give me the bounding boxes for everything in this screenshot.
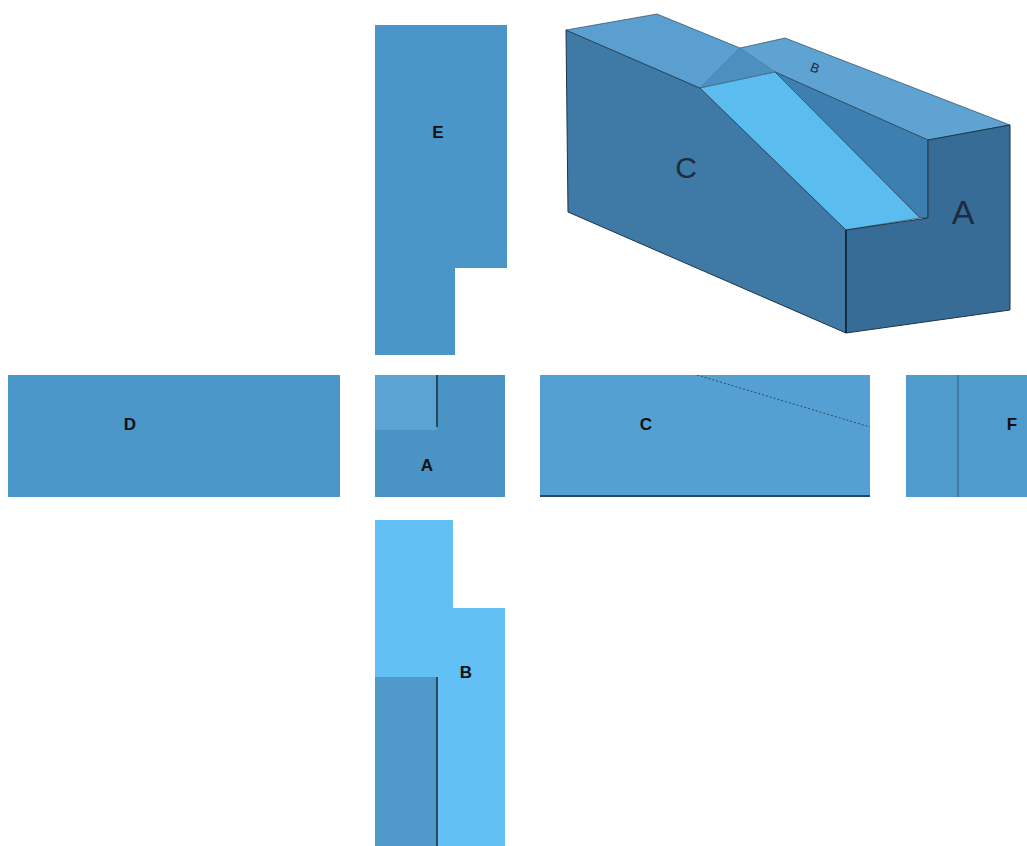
view-shape xyxy=(540,375,870,497)
view-letter: F xyxy=(1007,415,1017,435)
view-shape xyxy=(375,375,505,497)
view-shape xyxy=(906,375,1027,497)
view-outline xyxy=(8,375,340,497)
end-face xyxy=(846,125,1010,333)
view-outline xyxy=(375,25,507,355)
view-outline xyxy=(375,375,505,497)
face-label: A xyxy=(952,195,975,229)
view-detail xyxy=(697,375,870,427)
view-detail xyxy=(958,375,959,497)
view-b: B xyxy=(375,520,505,846)
view-outline xyxy=(375,520,505,846)
view-a: A xyxy=(375,375,505,497)
view-letter: A xyxy=(421,456,433,476)
view-e: E xyxy=(375,25,507,355)
view-outline xyxy=(906,375,1027,497)
view-letter: D xyxy=(124,415,136,435)
view-detail xyxy=(375,677,437,846)
view-detail xyxy=(436,677,438,846)
slope-face xyxy=(700,72,920,230)
view-d: D xyxy=(8,375,340,497)
edge-line xyxy=(845,230,846,333)
view-letter: B xyxy=(460,663,472,683)
view-shape xyxy=(375,25,507,355)
view-c: C xyxy=(540,375,870,497)
view-outline xyxy=(540,375,870,497)
face-label: C xyxy=(675,153,697,183)
view-shape xyxy=(8,375,340,497)
view-detail xyxy=(375,375,437,430)
view-f: F xyxy=(906,375,1027,497)
view-shape xyxy=(375,520,505,846)
view-detail xyxy=(540,495,870,497)
view-letter: E xyxy=(432,123,443,143)
view-detail xyxy=(436,375,438,427)
view-letter: C xyxy=(640,415,652,435)
